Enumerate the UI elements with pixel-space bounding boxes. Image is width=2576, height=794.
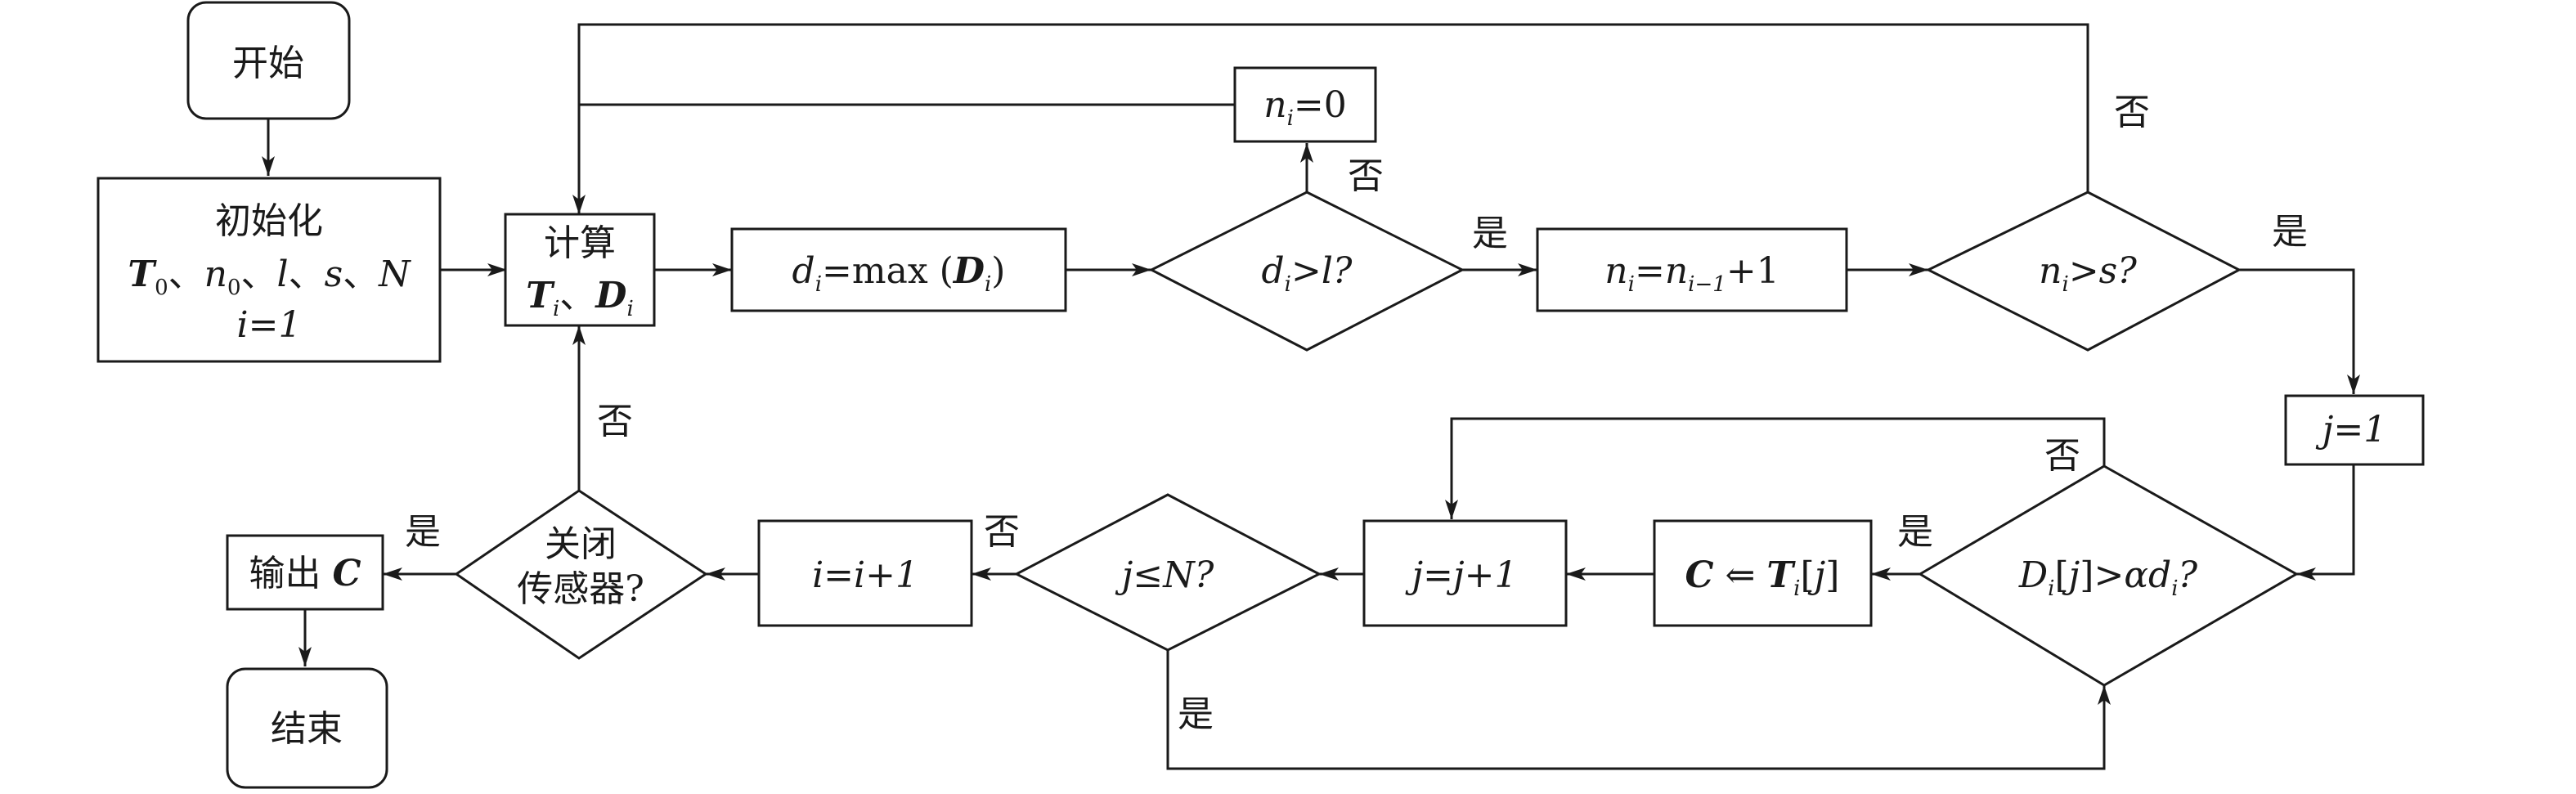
j-init-label: j=1 <box>2315 409 2387 451</box>
decision-close-line1: 关闭 <box>545 523 617 565</box>
j-incr-label: j=j+1 <box>1404 554 1517 596</box>
label-yes-close: 是 <box>405 511 441 553</box>
init-params: T0、n0、l、s、N <box>128 253 411 300</box>
decision-close: 关闭 传感器? <box>454 489 708 660</box>
j-init-node: j=1 <box>2284 394 2425 466</box>
decision-close-line2: 传感器? <box>517 568 644 610</box>
decision-D: Di[j]>αdi? <box>1918 464 2300 687</box>
decision-dl: di>l? <box>1148 191 1465 352</box>
connectors <box>262 23 2360 770</box>
dmax-node: di=max (Di) <box>730 227 1067 312</box>
reset-n-node: ni=0 <box>1233 66 1377 143</box>
incr-n-label: ni=ni−1+1 <box>1604 250 1779 297</box>
edge-cond-jN-cond-D <box>1166 650 2111 770</box>
dmax-label: di=max (Di) <box>792 250 1006 297</box>
assign-C-label: C ⇐ Ti[j] <box>1685 554 1840 601</box>
label-yes-dl: 是 <box>1472 213 1508 254</box>
output-node: 输出 C <box>226 534 384 611</box>
decision-ns: ni>s? <box>1925 191 2242 352</box>
incr-n-node: ni=ni−1+1 <box>1536 227 1848 312</box>
label-no-dl: 否 <box>1348 155 1384 197</box>
decision-dl-label: di>l? <box>1261 250 1352 297</box>
edge-cond-D-j-incr <box>1445 417 2106 519</box>
label-yes-D: 是 <box>1897 511 1933 553</box>
start-label: 开始 <box>232 43 304 84</box>
end-label: 结束 <box>271 708 343 750</box>
decision-jN: j≤N? <box>1013 493 1322 652</box>
init-node: 初始化 T0、n0、l、s、N i=1 <box>96 177 442 363</box>
edge-labels: 否 是 否 是 否 是 否 是 否 是 <box>405 92 2308 735</box>
assign-C-node: C ⇐ Ti[j] <box>1653 519 1873 627</box>
end-node: 结束 <box>226 667 388 789</box>
init-title: 初始化 <box>215 200 323 242</box>
edge-cond-ns-j-init <box>2239 268 2360 394</box>
edge-j-init-cond-D <box>2296 464 2355 581</box>
i-incr-label: i=i+1 <box>812 554 918 596</box>
decision-D-label: Di[j]>αdi? <box>2018 554 2198 601</box>
compute-vars: Ti、Di <box>526 275 634 321</box>
start-node: 开始 <box>186 1 351 120</box>
label-no-ns: 否 <box>2114 92 2150 133</box>
edge-cond-ns-compute <box>572 23 2089 214</box>
init-i: i=1 <box>237 304 302 346</box>
j-incr-node: j=j+1 <box>1362 519 1568 627</box>
compute-node: 计算 Ti、Di <box>504 213 656 327</box>
label-no-D: 否 <box>2044 435 2080 477</box>
label-yes-ns: 是 <box>2272 211 2308 253</box>
decision-ns-label: ni>s? <box>2039 250 2137 297</box>
label-no-jN: 否 <box>984 511 1020 553</box>
label-yes-jN: 是 <box>1178 693 1214 735</box>
compute-title: 计算 <box>544 222 616 264</box>
reset-n-label: ni=0 <box>1263 84 1347 131</box>
label-no-close: 否 <box>597 401 633 442</box>
output-label: 输出 C <box>249 553 361 594</box>
i-incr-node: i=i+1 <box>757 519 973 627</box>
decision-jN-label: j≤N? <box>1115 554 1214 596</box>
